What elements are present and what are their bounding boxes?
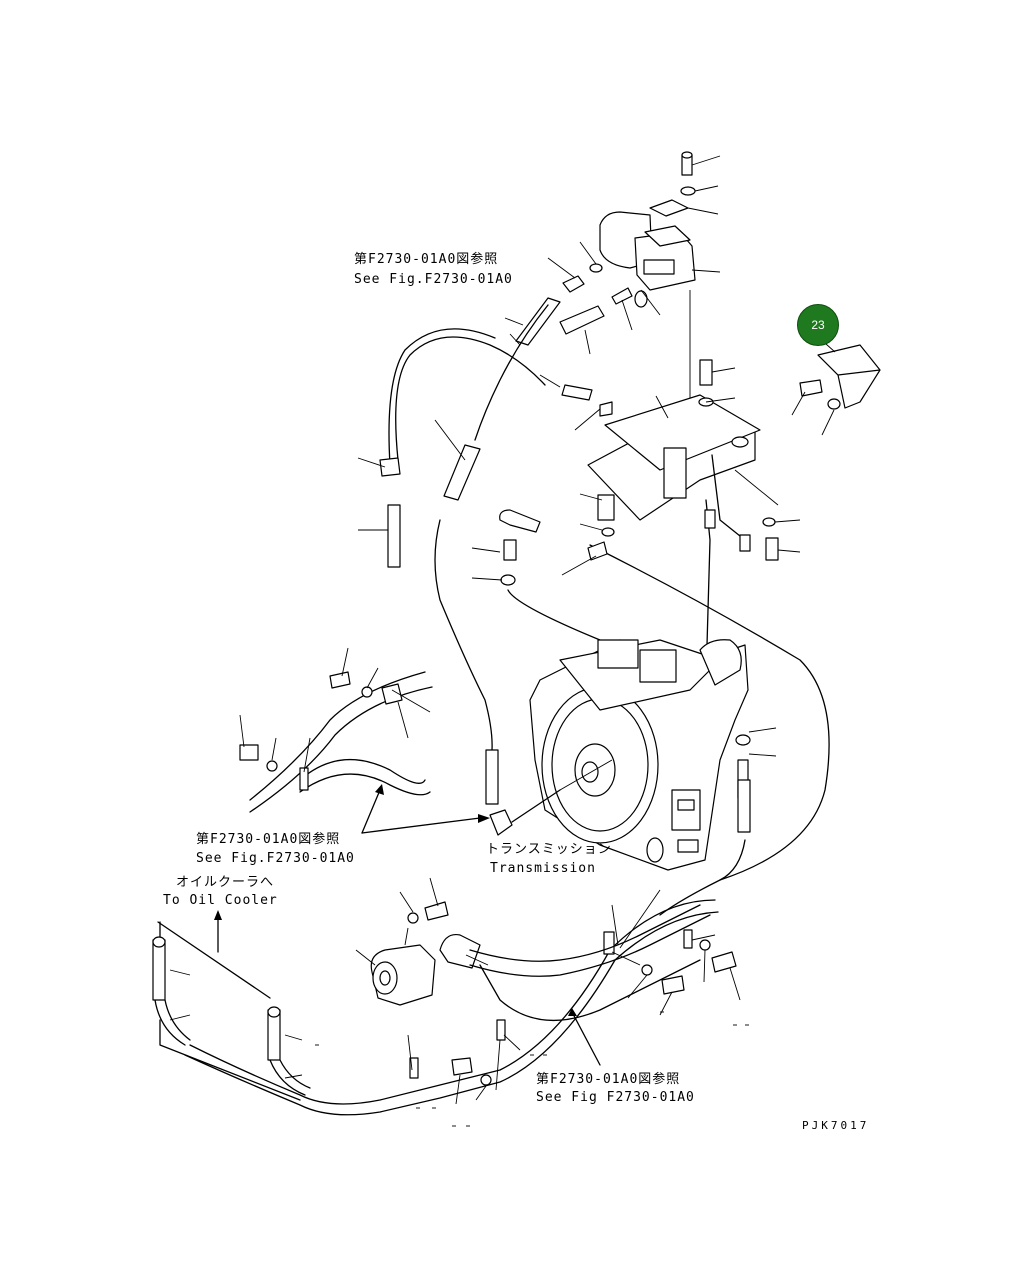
- hose-sleeves: [357, 419, 481, 568]
- top-valve-assembly: [562, 151, 696, 308]
- ref-label-mid-en: See Fig.F2730-01A0: [196, 851, 355, 866]
- transmission-label-jp: トランスミッション: [486, 842, 612, 857]
- mounting-bracket: [579, 359, 801, 681]
- leader-lines-top: [547, 155, 721, 400]
- ref-label-top-en: See Fig.F2730-01A0: [354, 272, 513, 287]
- hose-fittings-upper: [504, 297, 605, 431]
- transmission-label-en: Transmission: [490, 861, 596, 876]
- transmission-housing: [529, 639, 777, 871]
- oil-cooler-hoses: [152, 899, 719, 1116]
- part-callout-23[interactable]: 23: [797, 304, 839, 346]
- oil-cooler-label-jp: オイルクーラへ: [176, 875, 275, 890]
- dash-marks: [315, 1011, 749, 1127]
- ref-label-top-jp: 第F2730-01A0図参照: [354, 252, 499, 267]
- ref-label-bottom-en: See Fig F2730-01A0: [536, 1090, 695, 1105]
- drawing-code: PJK7017: [802, 1119, 870, 1132]
- hose-routing: [388, 304, 830, 916]
- oil-cooler-label-en: To Oil Cooler: [163, 893, 278, 908]
- bracket-part-23: [791, 335, 881, 436]
- left-hose-assembly: [239, 647, 433, 813]
- ref-label-mid-jp: 第F2730-01A0図参照: [196, 832, 341, 847]
- pump-assembly: [355, 877, 741, 1105]
- transmission-inlet-fittings: [361, 749, 561, 836]
- left-fittings: [471, 509, 608, 586]
- ref-label-bottom-jp: 第F2730-01A0図参照: [536, 1072, 681, 1087]
